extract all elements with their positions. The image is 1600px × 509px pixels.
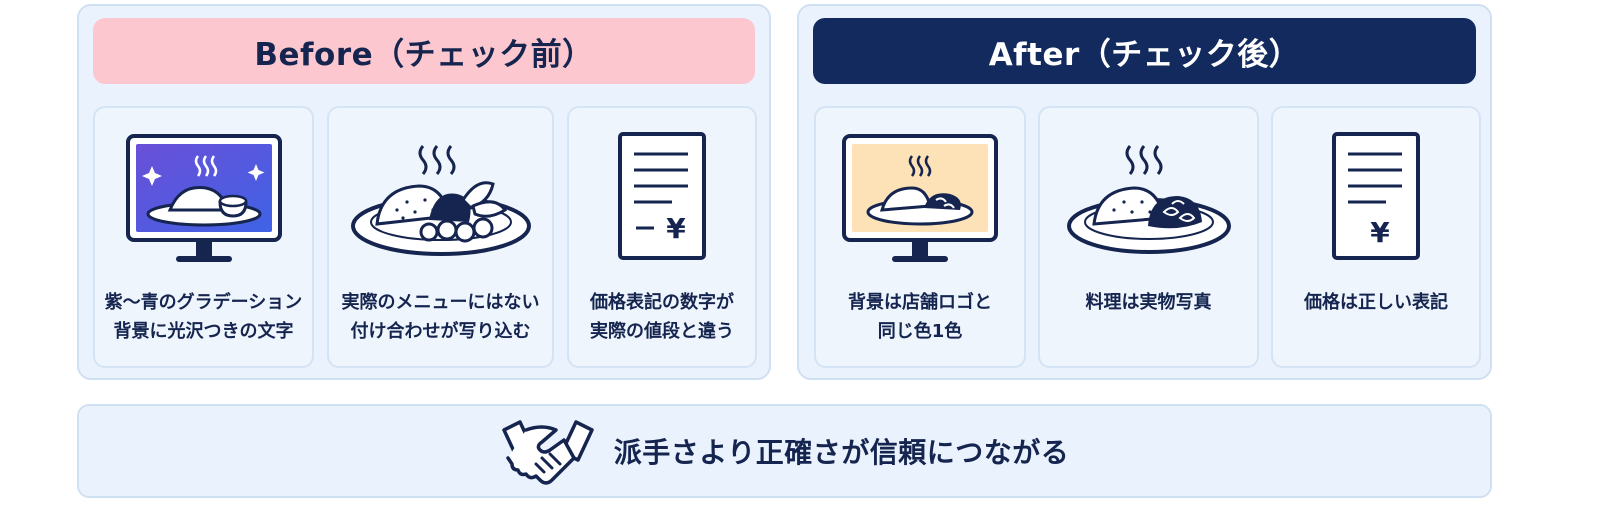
footer-banner: 派手さより正確さが信頼につながる: [77, 404, 1492, 498]
handshake-icon: [502, 420, 594, 485]
after-card-correct-price-label: 価格は正しい表記: [1304, 292, 1448, 313]
before-card-price-label: 価格表記の数字が 実際の値段と違う: [590, 292, 734, 342]
before-panel: Before（チェック前） 紫〜青のグラデーション 背景に光沢つきの文: [77, 4, 771, 380]
footer-message: 派手さより正確さが信頼につながる: [613, 436, 1070, 469]
after-card-solid-background: 背景は店舗ロゴと 同じ色1色: [814, 106, 1026, 368]
before-card-garnish-label: 実際のメニューにはない 付け合わせが写り込む: [341, 292, 540, 342]
after-card-solid-background-label: 背景は店舗ロゴと 同じ色1色: [848, 292, 992, 342]
after-card-real-photo-label: 料理は実物写真: [1085, 292, 1212, 313]
before-card-gradient-background: 紫〜青のグラデーション 背景に光沢つきの文字: [93, 106, 314, 368]
receipt-yen-icon: ¥: [618, 132, 706, 260]
plate-real-icon: [1066, 145, 1231, 254]
after-panel: After（チェック後） 背景は店舗ロゴと 同じ色1色: [797, 4, 1492, 380]
after-card-correct-price: ¥ 価格は正しい表記: [1271, 106, 1481, 368]
receipt-yen-icon: ¥: [1332, 132, 1420, 260]
svg-text:¥: ¥: [666, 212, 686, 245]
after-title: After（チェック後）: [813, 18, 1476, 84]
monitor-gradient-icon: [125, 134, 282, 262]
before-title: Before（チェック前）: [93, 18, 755, 84]
monitor-solid-icon: [842, 134, 998, 262]
svg-text:¥: ¥: [1370, 216, 1390, 249]
before-card-garnish: 実際のメニューにはない 付け合わせが写り込む: [327, 106, 554, 368]
plate-dish-icon: [350, 145, 531, 256]
after-card-real-photo: 料理は実物写真: [1038, 106, 1259, 368]
before-card-gradient-background-label: 紫〜青のグラデーション 背景に光沢つきの文字: [104, 292, 303, 342]
before-card-price: ¥ 価格表記の数字が 実際の値段と違う: [567, 106, 757, 368]
